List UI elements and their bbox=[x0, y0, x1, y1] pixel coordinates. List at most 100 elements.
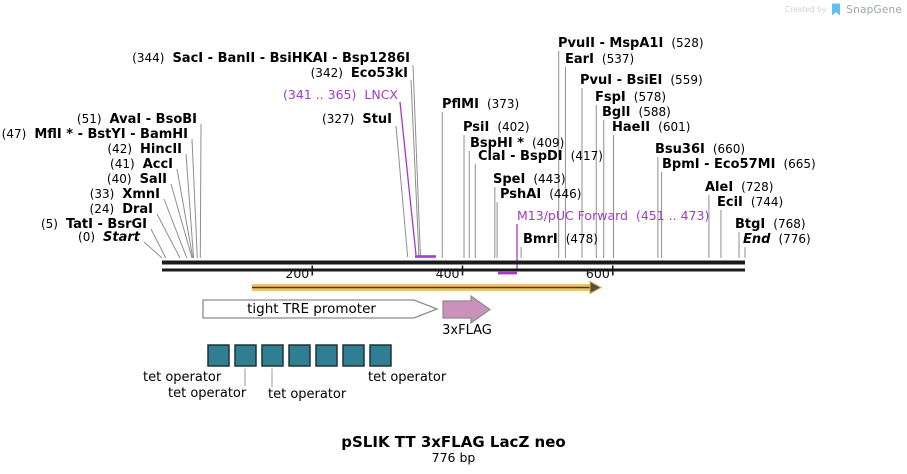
site-label: (327) StuI bbox=[322, 112, 392, 127]
site-label: (24) DraI bbox=[90, 202, 153, 217]
tet-operator-label: tet operator bbox=[268, 387, 347, 402]
enzyme-name: PflMI bbox=[442, 97, 479, 112]
ruler-tick-label: 600 bbox=[585, 266, 610, 281]
connector-line bbox=[185, 153, 195, 259]
watermark-brand: SnapGene bbox=[846, 3, 902, 16]
enzyme-name: EciI bbox=[717, 195, 743, 210]
site-position: (40) bbox=[106, 172, 132, 186]
flag-tag-arrow bbox=[442, 294, 492, 325]
enzyme-name: Start bbox=[103, 230, 140, 245]
site-position: (451 .. 473) bbox=[635, 208, 710, 223]
site-label: (33)XmnI bbox=[90, 187, 160, 202]
enzyme-name: AccI bbox=[142, 157, 173, 172]
site-position: (409) bbox=[532, 136, 565, 150]
site-label: EarI (537) bbox=[565, 52, 634, 67]
site-position: (341 .. 365) bbox=[283, 87, 357, 102]
m13-map-segment bbox=[498, 271, 517, 275]
site-label: ClaI - BspDI (417) bbox=[478, 149, 603, 164]
tet-operator-square bbox=[315, 344, 338, 367]
site-position: (24) bbox=[89, 202, 115, 216]
site-position: (327) bbox=[322, 112, 355, 126]
site-label: BspHI * (409) bbox=[470, 136, 564, 151]
site-position: (5) bbox=[40, 217, 58, 231]
connector-line bbox=[410, 79, 420, 258]
tre-promoter-arrow bbox=[202, 299, 439, 319]
enzyme-name: M13/pUC Forward bbox=[517, 208, 628, 223]
site-label: BmrI (478) bbox=[523, 232, 598, 247]
site-label: (344) SacI - BanII - BsiHKAI - Bsp1286I bbox=[132, 51, 410, 66]
site-position: (478) bbox=[565, 232, 598, 246]
snapgene-watermark: Created by SnapGene bbox=[785, 3, 902, 16]
tet-operator-square bbox=[234, 344, 257, 367]
flag-tag-label: 3xFLAG bbox=[442, 323, 492, 338]
site-position: (402) bbox=[497, 120, 530, 134]
enzyme-name: Eco53kI bbox=[350, 66, 408, 81]
connector-line bbox=[191, 138, 198, 259]
connector-line bbox=[170, 183, 193, 259]
enzyme-name: MflI * - BstYI - BamHI bbox=[34, 127, 188, 142]
enzyme-name: BglI bbox=[602, 105, 631, 120]
site-position: (0) bbox=[78, 230, 96, 244]
site-label: PsiI (402) bbox=[463, 120, 530, 135]
site-label: BtgI(768) bbox=[735, 217, 806, 232]
tet-operator-square bbox=[207, 344, 230, 367]
enzyme-name: PsiI bbox=[463, 120, 490, 135]
watermark-created-by: Created by bbox=[785, 5, 827, 14]
site-position: (42) bbox=[107, 142, 133, 156]
site-position: (768) bbox=[773, 217, 806, 231]
enzyme-name: PshAI bbox=[500, 187, 542, 202]
enzyme-name: DraI bbox=[122, 202, 153, 217]
tet-operator-label: tet operator bbox=[143, 370, 222, 385]
enzyme-name: HaeII bbox=[612, 120, 651, 135]
tet-operator-square bbox=[261, 344, 284, 367]
site-position: (744) bbox=[750, 195, 784, 209]
enzyme-name: LNCX bbox=[364, 87, 398, 102]
enzyme-name: End bbox=[743, 232, 771, 247]
feature-label: M13/pUC Forward (451 .. 473) bbox=[517, 209, 709, 224]
lncx-connector-line bbox=[399, 101, 417, 256]
title-block: pSLIK TT 3xFLAG LacZ neo 776 bp bbox=[0, 434, 907, 465]
tet-operator-square bbox=[288, 344, 311, 367]
site-position: (588) bbox=[638, 105, 671, 119]
site-position: (41) bbox=[110, 157, 135, 171]
tet-operator-label: tet operator bbox=[168, 386, 247, 401]
site-label: PvuI - BsiEI(559) bbox=[580, 73, 703, 88]
connector-line bbox=[143, 241, 163, 259]
site-label: (42)HincII bbox=[107, 142, 182, 157]
site-position: (665) bbox=[783, 157, 816, 171]
enzyme-name: BmrI bbox=[523, 232, 558, 247]
site-position: (344) bbox=[132, 51, 165, 65]
enzyme-name: PvuI - BsiEI bbox=[580, 73, 663, 88]
connector-line bbox=[150, 228, 167, 259]
enzyme-name: BspHI * bbox=[470, 136, 524, 151]
enzyme-name: SacI - BanII - BsiHKAI - Bsp1286I bbox=[172, 51, 410, 66]
sequence-bar bbox=[162, 260, 745, 265]
enzyme-name: EarI bbox=[565, 52, 594, 67]
connector-line bbox=[156, 213, 181, 259]
site-position: (578) bbox=[633, 90, 667, 104]
enzyme-name: ClaI - BspDI bbox=[478, 149, 563, 164]
site-label: (0) Start bbox=[78, 230, 140, 245]
ruler-bar bbox=[162, 268, 745, 272]
enzyme-name: BpmI - Eco57MI bbox=[662, 157, 776, 172]
site-label: BglI (588) bbox=[602, 105, 671, 120]
site-position: (528) bbox=[671, 36, 704, 50]
site-position: (417) bbox=[570, 149, 603, 163]
snapgene-logo-icon bbox=[832, 3, 841, 16]
site-label: EciI (744) bbox=[717, 195, 783, 210]
orange-feature-arrowhead bbox=[589, 280, 603, 295]
site-position: (537) bbox=[601, 52, 635, 66]
site-position: (47) bbox=[1, 127, 27, 141]
enzyme-name: StuI bbox=[362, 112, 392, 127]
enzyme-name: Bsu36I bbox=[655, 142, 705, 157]
tet-operator-label: tet operator bbox=[368, 370, 447, 385]
feature-label: (341 .. 365) LNCX bbox=[283, 88, 398, 103]
site-position: (373) bbox=[486, 97, 520, 111]
tet-operator-square bbox=[342, 344, 365, 367]
enzyme-name: FspI bbox=[595, 90, 626, 105]
site-position: (33) bbox=[89, 187, 115, 201]
site-position: (443) bbox=[533, 172, 566, 186]
